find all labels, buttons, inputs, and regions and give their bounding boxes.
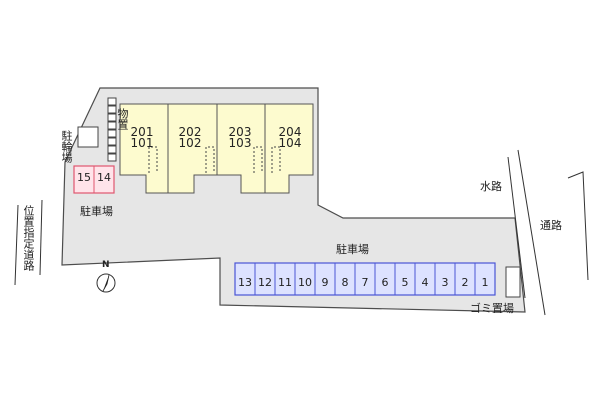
unit-lower-number: 102 bbox=[178, 136, 202, 150]
parking-main-label: 駐車場 bbox=[336, 243, 369, 256]
unit-upper-number: 204 bbox=[278, 125, 302, 139]
unit-lower-number: 101 bbox=[130, 136, 154, 150]
parking-space-8: 8 bbox=[341, 276, 349, 289]
parking-space-2: 2 bbox=[461, 276, 469, 289]
right-road-line bbox=[567, 171, 589, 281]
unit-label-2: 202 102 bbox=[174, 125, 206, 150]
parking-space-5: 5 bbox=[401, 276, 409, 289]
parking-left-label: 駐車場 bbox=[80, 205, 113, 218]
unit-upper-number: 202 bbox=[178, 125, 202, 139]
building bbox=[119, 103, 314, 194]
parking-space-7: 7 bbox=[361, 276, 369, 289]
trash-box bbox=[505, 266, 521, 298]
unit-block-4 bbox=[264, 103, 314, 194]
parking-space-1: 1 bbox=[481, 276, 489, 289]
trash-label: ゴミ置場 bbox=[470, 302, 514, 315]
unit-label-4: 204 104 bbox=[274, 125, 306, 150]
storage-label: 物置 bbox=[116, 108, 129, 130]
storage-units bbox=[107, 97, 117, 162]
parking-space-13: 13 bbox=[238, 276, 252, 289]
bicycle-parking-label: 駐輪場 bbox=[60, 130, 73, 163]
parking-main-dividers bbox=[254, 263, 476, 295]
parking-space-6: 6 bbox=[381, 276, 389, 289]
parking-space-4: 4 bbox=[421, 276, 429, 289]
north-arrow-icon bbox=[96, 273, 116, 293]
waterway-label: 水路 bbox=[480, 180, 502, 193]
road-left-label: 位置指定道路 bbox=[22, 205, 35, 271]
unit-label-1: 201 101 bbox=[126, 125, 158, 150]
parking-space-3: 3 bbox=[441, 276, 449, 289]
road-right-label: 通路 bbox=[540, 219, 562, 232]
unit-upper-number: 201 bbox=[130, 125, 154, 139]
parking-space-14: 14 bbox=[97, 171, 111, 184]
unit-lower-number: 103 bbox=[228, 136, 252, 150]
unit-lower-number: 104 bbox=[278, 136, 302, 150]
door-marks bbox=[148, 146, 281, 173]
unit-label-3: 203 103 bbox=[224, 125, 256, 150]
north-label: N bbox=[102, 260, 110, 270]
unit-upper-number: 203 bbox=[228, 125, 252, 139]
parking-space-15: 15 bbox=[77, 171, 91, 184]
parking-space-11: 11 bbox=[278, 276, 292, 289]
parking-space-12: 12 bbox=[258, 276, 272, 289]
waterway-line-2 bbox=[517, 149, 546, 316]
bicycle-parking-box bbox=[77, 126, 99, 148]
left-road-line bbox=[14, 204, 19, 286]
parking-space-10: 10 bbox=[298, 276, 312, 289]
parking-space-9: 9 bbox=[321, 276, 329, 289]
left-road-line-2 bbox=[39, 199, 43, 276]
parking-main-area bbox=[234, 262, 496, 296]
waterway-line-1 bbox=[507, 156, 526, 299]
